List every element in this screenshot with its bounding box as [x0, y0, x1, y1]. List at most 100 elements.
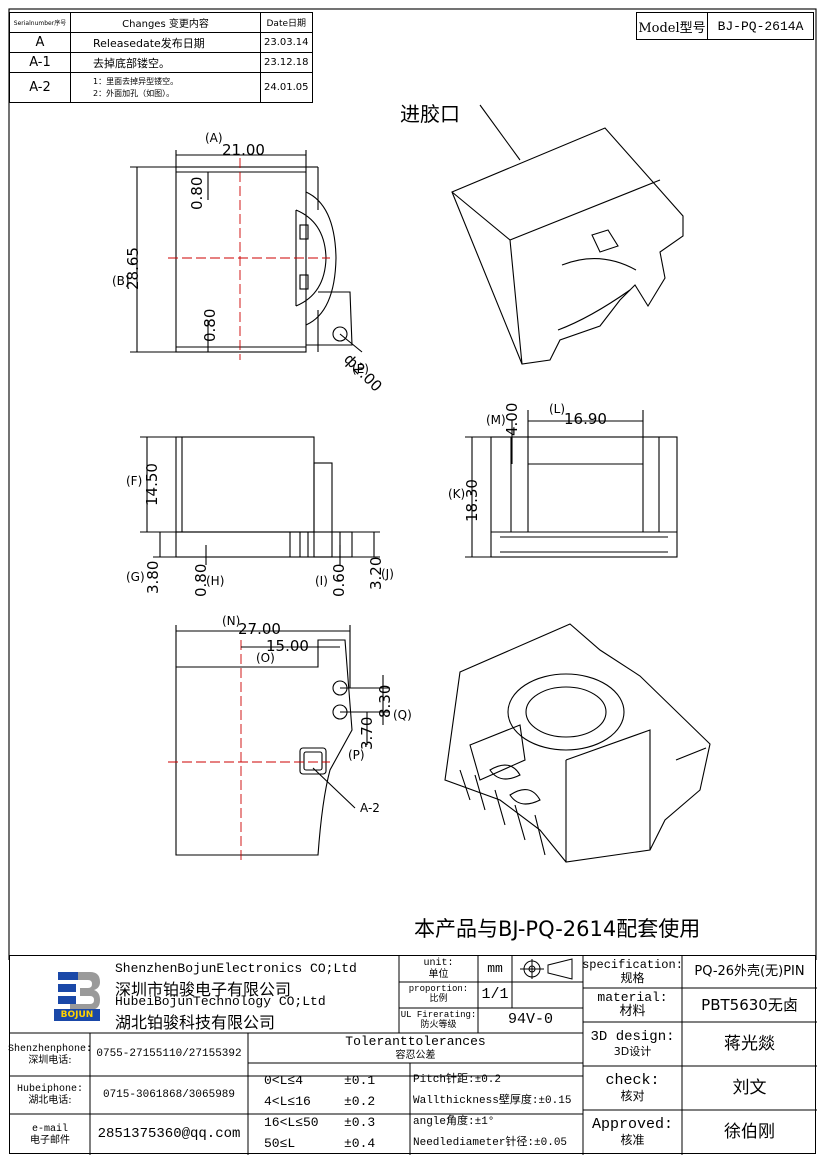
dim-value-l: 16.90 [564, 410, 607, 428]
contact-label: e-mail 电子邮件 [10, 1114, 90, 1155]
logo-text: BOJUN [54, 1009, 100, 1021]
approved-value: 徐伯刚 [724, 1121, 775, 1142]
dim-value-o: 15.00 [266, 637, 309, 655]
revision-change-line: 2：外面加孔（如图）。 [93, 88, 175, 98]
dim-tag-a: (A) [205, 131, 223, 145]
dim-tag-g: (G) [126, 570, 145, 584]
dim-value-k: 18.30 [463, 479, 481, 522]
ul-label-cn: 防火等级 [420, 1019, 457, 1030]
tolerance-value: ±0.3 [344, 1115, 376, 1130]
contact-label-cn: 深圳电话: [28, 1054, 72, 1066]
tolerance-note: Pitch针距:±0.2 [413, 1074, 502, 1086]
revision-date: 24.01.05 [260, 72, 313, 103]
bottom-view [168, 625, 390, 860]
dim-value-a: 21.00 [222, 141, 265, 159]
sheet-border [8, 8, 817, 960]
unit-value: mm [487, 960, 503, 976]
check-value: 刘文 [732, 1077, 767, 1098]
company-name-en-1: ShenzhenBojunElectronics CO;Ltd [115, 961, 357, 976]
company-name-cn-1: 深圳市铂骏电子有限公司 [115, 980, 292, 999]
revision-serial: A-2 [9, 72, 71, 103]
dim-value-q: 8.30 [376, 684, 394, 718]
tolerance-title-en: Toleranttolerances [345, 1034, 486, 1050]
tolerance-ranges: 0<L≤4 4<L≤16 16<L≤50 50≤L [264, 1070, 319, 1154]
contact-label-cn: 电子邮件 [30, 1134, 70, 1146]
model-label: Model型号 [637, 13, 708, 39]
title-block-grid [10, 956, 817, 1155]
dim-value-m: 4.00 [503, 402, 521, 436]
technical-drawing [8, 8, 817, 960]
tolerance-note: angle角度:±1° [413, 1116, 495, 1128]
tolerance-title: Toleranttolerances 容忍公差 [248, 1033, 583, 1063]
check-label-en: check: [605, 1072, 660, 1090]
contact-label-en: e-mail [31, 1123, 68, 1135]
revision-change: Releasedate发布日期 [70, 32, 261, 53]
dim-tag-b: (B) [112, 274, 130, 288]
material-label-en: material: [597, 989, 668, 1005]
tolerance-range: 0<L≤4 [264, 1073, 304, 1088]
dim-tag-h: (H) [206, 574, 225, 588]
tolerance-value: ±0.1 [344, 1073, 376, 1088]
spec-label-en: specification: [582, 957, 683, 972]
dim-tag-k: (K) [448, 487, 466, 501]
material-value: PBT5630无卤 [701, 995, 798, 1014]
approved-label-en: Approved: [591, 1116, 673, 1134]
approved-label: Approved: 核准 [583, 1110, 682, 1154]
revision-row: A-2 1：里面去掉异型镂空。 2：外面加孔（如图）。 24.01.05 [9, 72, 313, 103]
tolerance-value: ±0.4 [344, 1136, 376, 1151]
design-value: 蒋光燚 [724, 1033, 775, 1054]
design-label: 3D design: 3D设计 [583, 1022, 682, 1066]
design-label-cn: 3D设计 [613, 1044, 652, 1058]
spec-label-cn: 规格 [620, 971, 645, 985]
contact-value: 2851375360@qq.com [97, 1125, 241, 1142]
company-name-cn-2: 湖北铂骏科技有限公司 [115, 1013, 276, 1032]
ul-value: 94V-0 [507, 1011, 553, 1029]
contact-value: 0715-3061868/3065989 [102, 1088, 236, 1101]
unit-label: unit: 单位 [399, 956, 478, 982]
proportion-label: proportion: 比例 [399, 982, 478, 1008]
contact-label: Hubeiphone: 湖北电话: [10, 1076, 90, 1114]
bojun-logo-icon [56, 970, 102, 1016]
model-value: BJ-PQ-2614A [717, 18, 804, 34]
tolerance-range: 4<L≤16 [264, 1094, 311, 1109]
dim-tag-f: (F) [126, 474, 143, 488]
revision-row: A Releasedate发布日期 23.03.14 [9, 32, 313, 53]
material-label: material: 材料 [583, 988, 682, 1022]
proportion-label-cn: 比例 [429, 994, 448, 1004]
tolerance-note: Needlediameter针径:±0.05 [413, 1137, 568, 1149]
ul-label: UL Firerating: 防火等级 [399, 1008, 478, 1033]
company-name-en-2: HubeiBojunTechnology CO;Ltd [115, 994, 326, 1009]
unit-label-en: unit: [423, 958, 454, 969]
top-view [130, 150, 363, 360]
contact-label-en: Hubeiphone: [16, 1084, 83, 1095]
dim-tag-o: (O) [256, 651, 275, 665]
dim-value-i: 0.60 [330, 563, 348, 597]
contact-value: 0755-27155110/27155392 [96, 1048, 242, 1061]
contact-label-cn: 湖北电话: [28, 1095, 72, 1106]
isometric-top-view [451, 104, 684, 365]
tolerance-value: ±0.2 [344, 1094, 376, 1109]
tolerance-title-cn: 容忍公差 [395, 1049, 436, 1061]
revision-change-line: 1：里面去掉异型镂空。 [93, 76, 179, 86]
side-view [465, 410, 678, 558]
revision-change-cell: 1：里面去掉异型镂空。 2：外面加孔（如图）。 [70, 72, 261, 103]
contact-label: Shenzhenphone: 深圳电话: [8, 1033, 93, 1076]
dim-value-c: 0.80 [188, 176, 206, 210]
check-label-cn: 核对 [620, 1088, 645, 1103]
check-label: check: 核对 [583, 1066, 682, 1110]
dim-tag-j: (J) [381, 567, 394, 581]
contact-label-en: Shenzhenphone: [8, 1043, 93, 1055]
dim-tag-n: (N) [222, 614, 241, 628]
revision-table: Serialnumber序号 Changes 变更内容 Date日期 A Rel… [9, 12, 313, 103]
proportion-label-en: proportion: [408, 984, 469, 995]
material-label-cn: 材料 [619, 1004, 646, 1019]
spec-value: PQ-26外壳(无)PIN [694, 963, 805, 979]
revision-header-row: Serialnumber序号 Changes 变更内容 Date日期 [9, 12, 313, 33]
isometric-bottom-view [444, 623, 711, 863]
dim-tag-p: (P) [348, 748, 365, 762]
design-label-en: 3D design: [590, 1029, 675, 1046]
tolerance-notes: Pitch针距:±0.2 Wallthickness壁厚度:±0.15 angl… [413, 1070, 571, 1154]
usage-note: 本产品与BJ-PQ-2614配套使用 [414, 917, 701, 941]
dim-value-n: 27.00 [238, 620, 281, 638]
unit-label-cn: 单位 [428, 969, 449, 980]
